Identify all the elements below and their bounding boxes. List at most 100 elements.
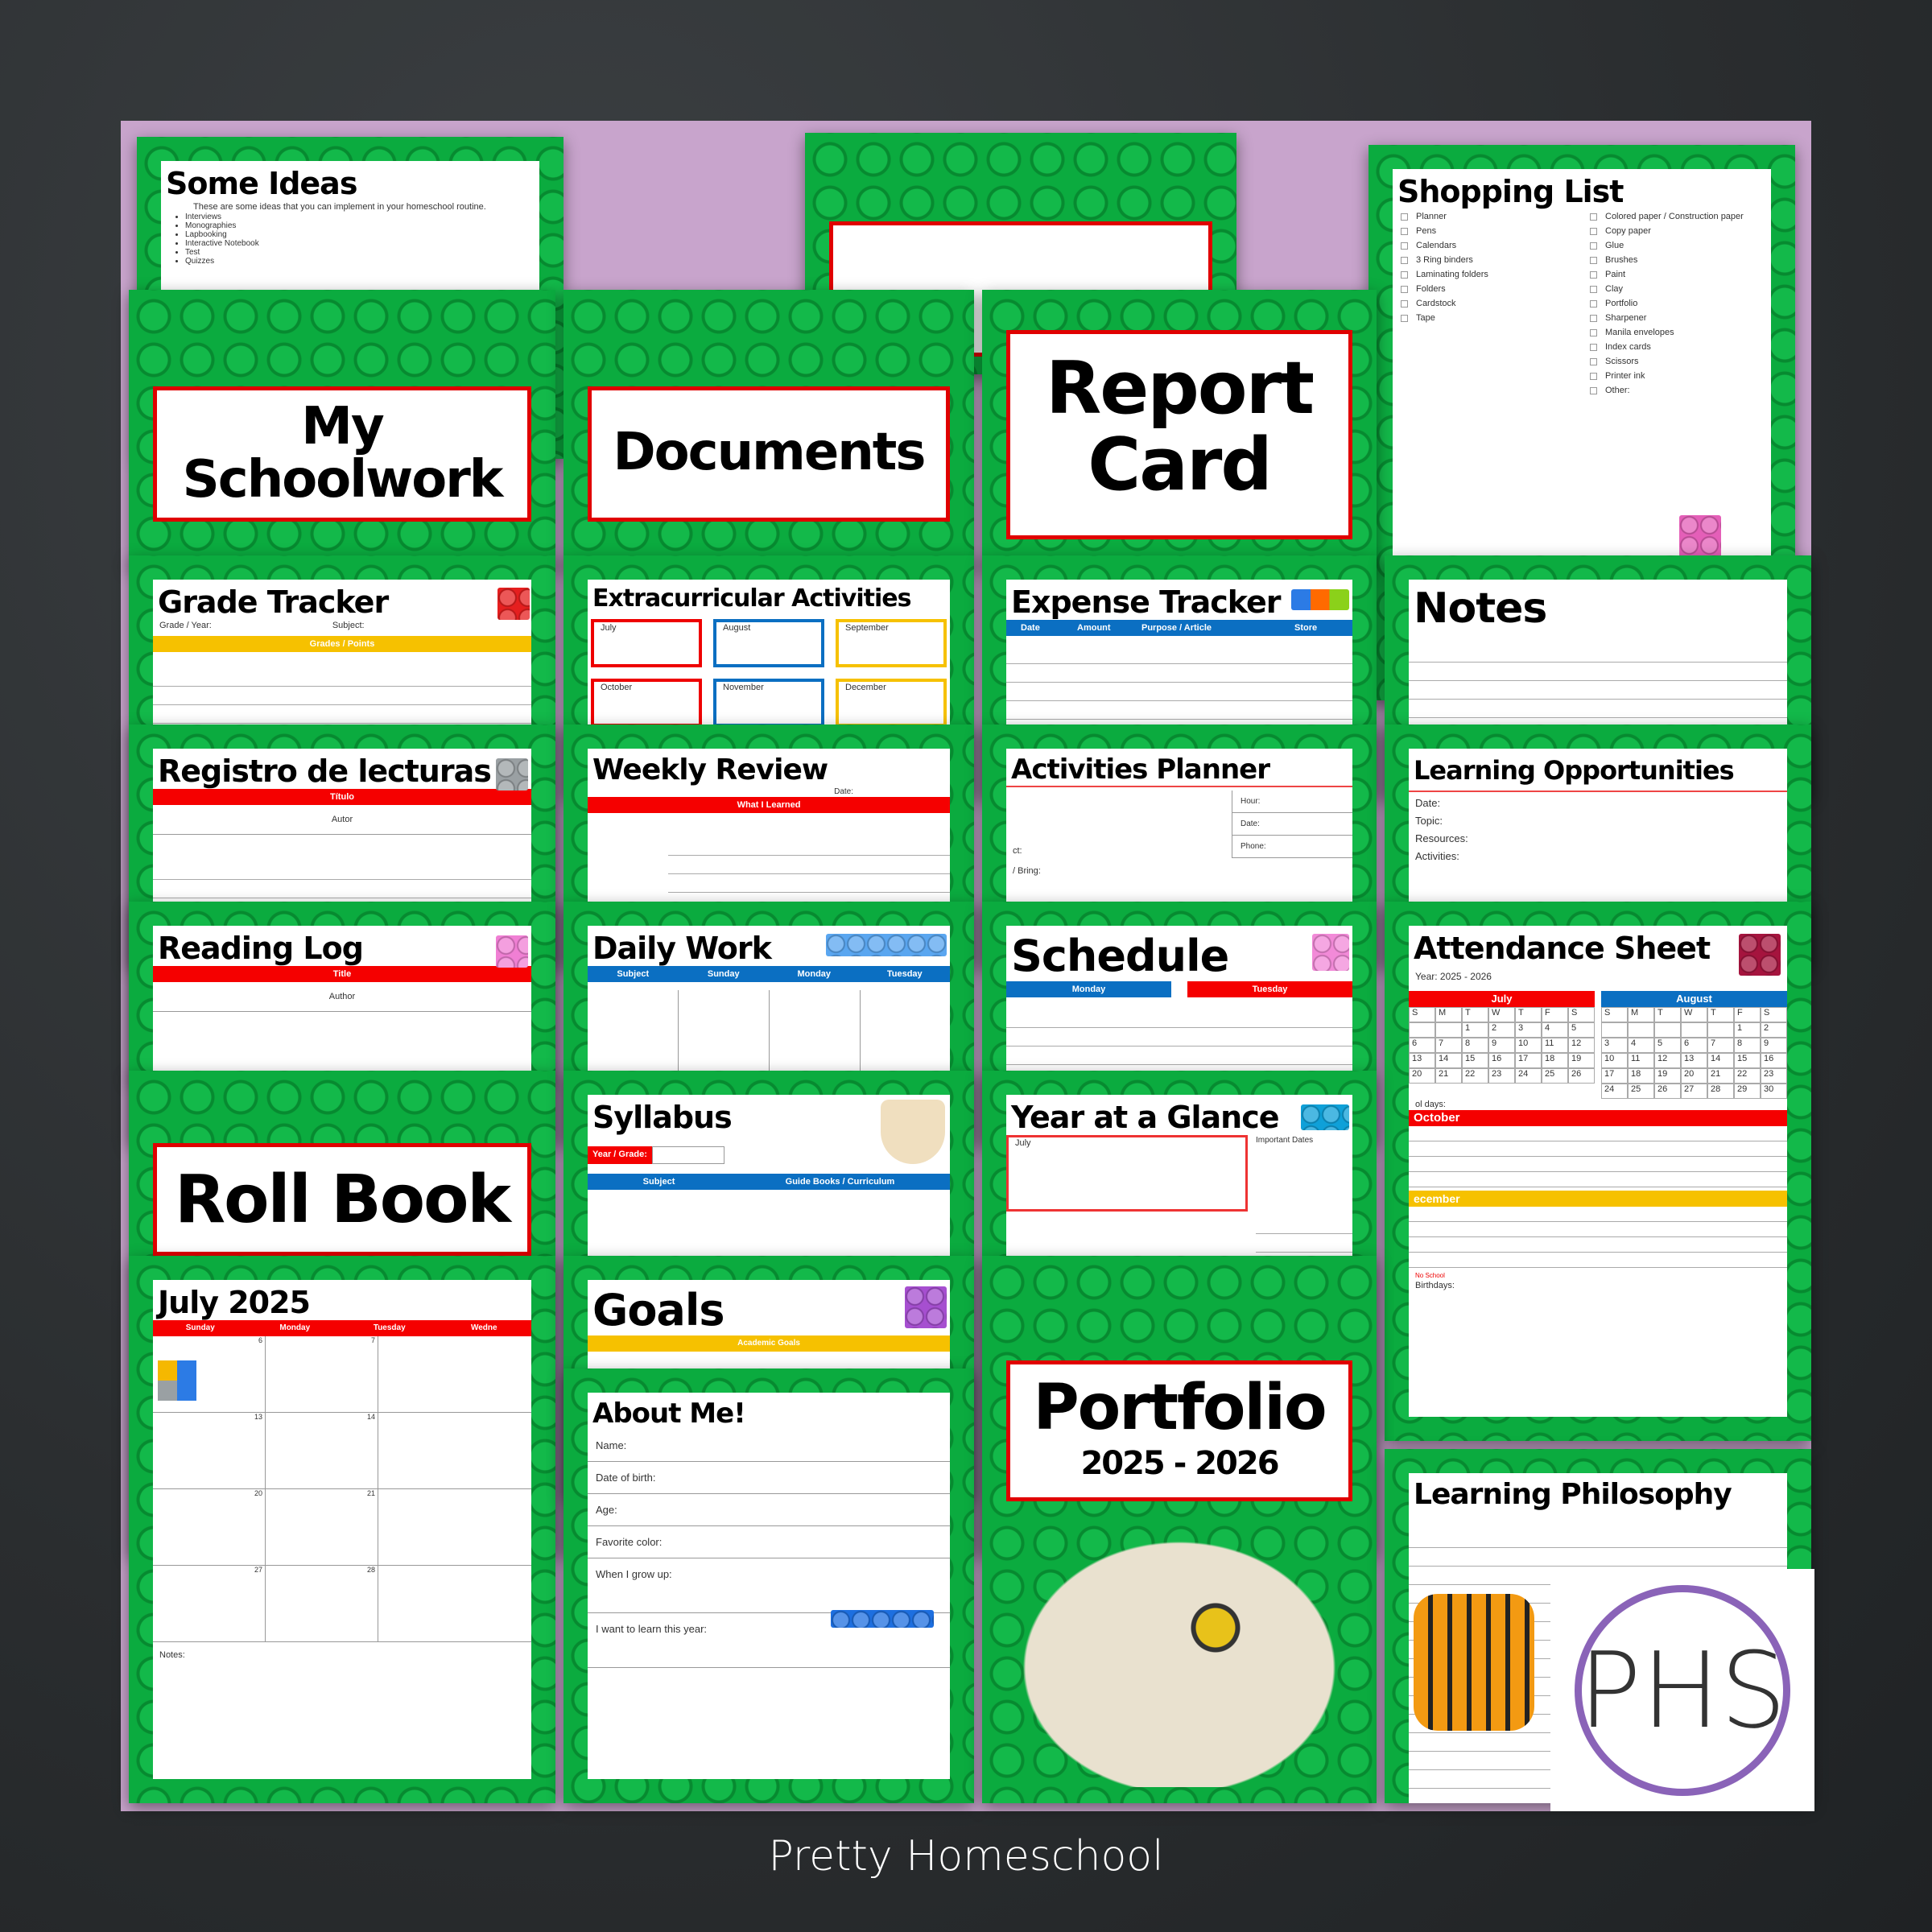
calendar-day[interactable]: 19 <box>1654 1068 1681 1084</box>
calendar-day[interactable] <box>1681 1022 1707 1038</box>
calendar-day[interactable] <box>1435 1022 1462 1038</box>
calendar-day[interactable]: 26 <box>1654 1084 1681 1099</box>
checkbox-item[interactable]: Sharpener <box>1590 311 1744 325</box>
calendar-day[interactable]: 3 <box>1601 1038 1628 1053</box>
calendar-day[interactable]: 11 <box>1542 1038 1568 1053</box>
calendar-day[interactable]: 1 <box>1462 1022 1488 1038</box>
calendar-day[interactable]: 5 <box>1568 1022 1595 1038</box>
calendar-day[interactable]: 2 <box>1761 1022 1787 1038</box>
calendar-day[interactable]: 14 <box>1707 1053 1734 1068</box>
learn-this-year-field[interactable]: I want to learn this year: <box>588 1613 950 1668</box>
checkbox-item[interactable]: Paint <box>1590 267 1744 282</box>
checkbox-item[interactable]: Laminating folders <box>1401 267 1590 282</box>
calendar-day[interactable]: 7 <box>266 1336 378 1413</box>
calendar-day[interactable]: 20 <box>1681 1068 1707 1084</box>
calendar-day[interactable]: 20 <box>153 1489 266 1566</box>
favorite-color-field[interactable]: Favorite color: <box>588 1526 950 1558</box>
calendar-day[interactable]: 8 <box>1734 1038 1761 1053</box>
calendar-day[interactable]: 6 <box>1409 1038 1435 1053</box>
calendar-day[interactable]: 19 <box>1568 1053 1595 1068</box>
calendar-day[interactable]: 6 <box>153 1336 266 1413</box>
phone-field[interactable]: Phone: <box>1232 836 1352 858</box>
hour-field[interactable]: Hour: <box>1232 791 1352 813</box>
calendar-day[interactable] <box>1409 1022 1435 1038</box>
calendar-day[interactable]: 17 <box>1515 1053 1542 1068</box>
calendar-day[interactable]: 4 <box>1542 1022 1568 1038</box>
calendar-day[interactable]: 10 <box>1515 1038 1542 1053</box>
calendar-day[interactable]: 15 <box>1734 1053 1761 1068</box>
calendar-day[interactable]: 5 <box>1654 1038 1681 1053</box>
checkbox-item[interactable]: Brushes <box>1590 253 1744 267</box>
calendar-day[interactable] <box>1654 1022 1681 1038</box>
calendar-day[interactable]: 16 <box>1488 1053 1515 1068</box>
calendar-day[interactable]: 21 <box>1707 1068 1734 1084</box>
calendar-day[interactable]: 10 <box>1601 1053 1628 1068</box>
checkbox-item[interactable]: Folders <box>1401 282 1590 296</box>
calendar-day[interactable]: 15 <box>1462 1053 1488 1068</box>
checkbox-item[interactable]: Clay <box>1590 282 1744 296</box>
name-field[interactable]: Name: <box>588 1430 950 1462</box>
calendar-day[interactable]: 21 <box>1435 1068 1462 1084</box>
calendar-day[interactable]: 20 <box>1409 1068 1435 1084</box>
calendar-day[interactable]: 2 <box>1488 1022 1515 1038</box>
calendar-day[interactable]: 8 <box>1462 1038 1488 1053</box>
calendar-day[interactable]: 3 <box>1515 1022 1542 1038</box>
checkbox-item[interactable]: Glue <box>1590 238 1744 253</box>
calendar-day[interactable]: 17 <box>1601 1068 1628 1084</box>
calendar-day[interactable] <box>1601 1022 1628 1038</box>
calendar-day[interactable]: 13 <box>1409 1053 1435 1068</box>
checkbox-item[interactable]: Scissors <box>1590 354 1744 369</box>
calendar-day[interactable]: 28 <box>266 1566 378 1642</box>
calendar-day[interactable]: 9 <box>1488 1038 1515 1053</box>
date-field[interactable]: Date: <box>1232 813 1352 836</box>
calendar-day[interactable]: 7 <box>1707 1038 1734 1053</box>
calendar-day[interactable]: 18 <box>1628 1068 1654 1084</box>
age-field[interactable]: Age: <box>588 1494 950 1526</box>
topic-field[interactable]: Topic: <box>1415 815 1443 827</box>
checkbox-item[interactable]: Index cards <box>1590 340 1744 354</box>
activities-field[interactable]: Activities: <box>1415 850 1459 862</box>
checkbox-item[interactable]: Pens <box>1401 224 1590 238</box>
calendar-day[interactable]: 12 <box>1654 1053 1681 1068</box>
checkbox-item[interactable]: 3 Ring binders <box>1401 253 1590 267</box>
calendar-day[interactable]: 27 <box>1681 1084 1707 1099</box>
calendar-day[interactable]: 29 <box>1734 1084 1761 1099</box>
calendar-day[interactable]: 21 <box>266 1489 378 1566</box>
resources-field[interactable]: Resources: <box>1415 832 1468 844</box>
checkbox-item[interactable]: Manila envelopes <box>1590 325 1744 340</box>
checkbox-item[interactable]: Cardstock <box>1401 296 1590 311</box>
calendar-day[interactable]: 22 <box>1734 1068 1761 1084</box>
checkbox-item[interactable]: Planner <box>1401 209 1590 224</box>
checkbox-item[interactable]: Portfolio <box>1590 296 1744 311</box>
calendar-day[interactable]: 24 <box>1601 1084 1628 1099</box>
calendar-day[interactable]: 23 <box>1488 1068 1515 1084</box>
calendar-day[interactable] <box>1707 1022 1734 1038</box>
calendar-day[interactable]: 22 <box>1462 1068 1488 1084</box>
calendar-day[interactable]: 30 <box>1761 1084 1787 1099</box>
checkbox-item[interactable]: Printer ink <box>1590 369 1744 383</box>
calendar-day[interactable]: 14 <box>266 1413 378 1489</box>
calendar-day[interactable]: 16 <box>1761 1053 1787 1068</box>
calendar-day[interactable]: 1 <box>1734 1022 1761 1038</box>
calendar-day[interactable]: 25 <box>1542 1068 1568 1084</box>
calendar-day[interactable] <box>1628 1022 1654 1038</box>
calendar-day[interactable]: 18 <box>1542 1053 1568 1068</box>
calendar-day[interactable]: 12 <box>1568 1038 1595 1053</box>
calendar-day[interactable]: 24 <box>1515 1068 1542 1084</box>
calendar-day[interactable]: 7 <box>1435 1038 1462 1053</box>
checkbox-item[interactable]: Copy paper <box>1590 224 1744 238</box>
checkbox-item[interactable]: Calendars <box>1401 238 1590 253</box>
calendar-day[interactable]: 9 <box>1761 1038 1787 1053</box>
calendar-day[interactable]: 25 <box>1628 1084 1654 1099</box>
calendar-day[interactable]: 28 <box>1707 1084 1734 1099</box>
calendar-day[interactable]: 13 <box>153 1413 266 1489</box>
calendar-day[interactable]: 11 <box>1628 1053 1654 1068</box>
calendar-day[interactable]: 23 <box>1761 1068 1787 1084</box>
calendar-day[interactable]: 6 <box>1681 1038 1707 1053</box>
date-field[interactable]: Date: <box>1415 797 1441 809</box>
calendar-day[interactable]: 14 <box>1435 1053 1462 1068</box>
checkbox-item[interactable]: Other: <box>1590 383 1744 398</box>
calendar-day[interactable]: 13 <box>1681 1053 1707 1068</box>
calendar-day[interactable]: 26 <box>1568 1068 1595 1084</box>
calendar-day[interactable]: 4 <box>1628 1038 1654 1053</box>
